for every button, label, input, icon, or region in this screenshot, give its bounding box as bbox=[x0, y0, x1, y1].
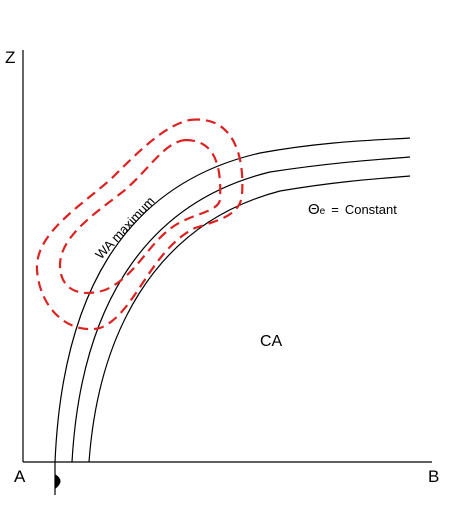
theta-e-curve-middle bbox=[71, 156, 411, 463]
b-axis-label: B bbox=[428, 467, 439, 486]
base-marker-shape bbox=[55, 474, 61, 489]
theta-e-constant-label: Θe = Constant bbox=[308, 201, 397, 218]
ca-region-label: CA bbox=[260, 333, 283, 350]
dashed-contour-inner bbox=[58, 138, 222, 295]
dashed-contour-outer bbox=[35, 118, 244, 331]
theta-e-curve-outer bbox=[54, 137, 411, 463]
z-axis-label: Z bbox=[5, 48, 15, 67]
theta-e-curve-inner bbox=[88, 175, 411, 463]
origin-a-label: A bbox=[14, 467, 26, 486]
theta-symbol: Θ bbox=[308, 201, 320, 218]
constant-text: Constant bbox=[345, 202, 397, 217]
wa-maximum-label: WA maximum bbox=[92, 194, 157, 263]
theta-subscript: e bbox=[320, 206, 326, 217]
equals-sign: = bbox=[331, 202, 339, 217]
